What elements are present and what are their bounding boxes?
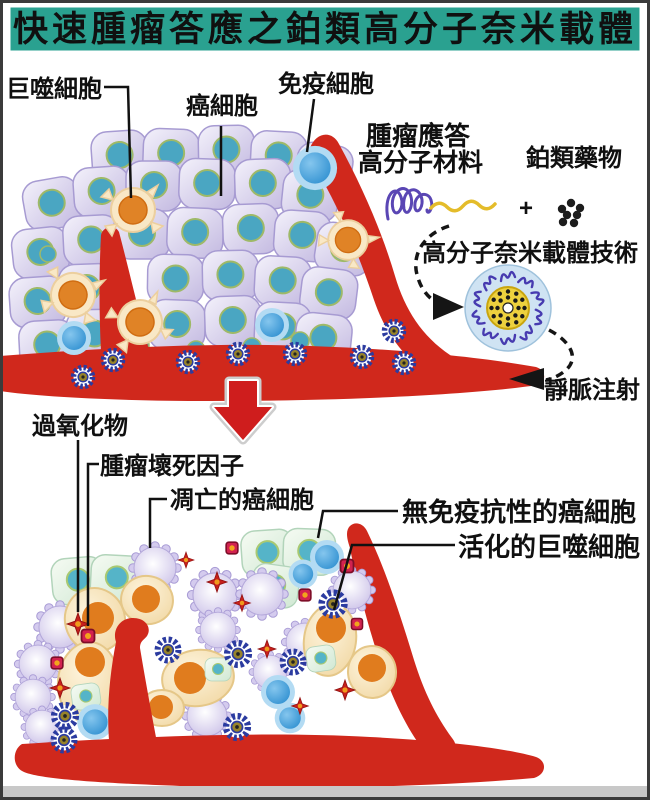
immune-cell <box>288 559 318 589</box>
leader-apoptotic <box>148 497 167 548</box>
leader-immune-cell <box>305 98 316 153</box>
leader-non-resistant <box>316 509 398 539</box>
activated-macrophage-cell <box>120 574 174 626</box>
bottom-tumor-illustration: 過氧化物 腫瘤壞死因子 凋亡的癌細胞 無免疫抗性的癌細胞 活化的巨噬細胞 <box>10 412 640 788</box>
nanoparticle-icon <box>395 354 414 373</box>
polymer-tail <box>429 199 497 213</box>
top-tumor-illustration: + <box>0 70 640 404</box>
cancer-cell <box>221 202 281 256</box>
label-activated-macrophage: 活化的巨噬細胞 <box>458 532 640 562</box>
title-bar-bg <box>7 4 643 54</box>
nanoparticle-icon <box>226 716 248 738</box>
label-polymer-line1: 腫瘤應答 <box>366 121 471 151</box>
label-peroxide: 過氧化物 <box>32 412 128 440</box>
title-bar: 快速腫瘤答應之鉑類高分子奈米載體 <box>7 4 643 54</box>
engulfed-cancer-cell <box>304 643 338 674</box>
leader-lines-top <box>104 85 316 199</box>
arrowhead-right-icon <box>433 293 464 320</box>
label-apoptotic: 凋亡的癌細胞 <box>170 486 314 514</box>
polymer-coil <box>385 187 434 221</box>
leader-tnf <box>86 462 99 626</box>
page-title: 快速腫瘤答應之鉑類高分子奈米載體 <box>13 9 637 49</box>
leader-macrophage <box>104 85 133 199</box>
vessel-branch-middle-bottom <box>108 618 158 752</box>
nanoparticle-icon <box>283 652 304 673</box>
nanoparticle-icon <box>54 705 76 727</box>
immune-cell <box>77 704 113 740</box>
activated-macrophage-cell <box>346 645 398 699</box>
tnf-icon <box>80 628 96 644</box>
nanoparticle-icon <box>74 368 93 387</box>
polymer-schematic: + <box>385 187 585 228</box>
activated-macrophage-cell <box>63 587 127 653</box>
cancer-cell <box>177 157 237 211</box>
activated-macrophage-cell <box>302 603 358 677</box>
leader-lines-bottom <box>76 440 455 626</box>
nanoparticle-icon <box>353 348 372 367</box>
immune-cell <box>255 308 289 342</box>
nanoparticle-icon <box>54 730 75 751</box>
arrowhead-left-icon <box>509 368 544 390</box>
label-tnf: 腫瘤壞死因子 <box>100 452 244 480</box>
label-iv-injection: 靜脈注射 <box>544 376 640 404</box>
label-non-resistant: 無免疫抗性的癌細胞 <box>402 497 636 527</box>
label-nanocarrier-tech: 高分子奈米載體技術 <box>422 239 638 267</box>
engulfed-cancer-cell <box>204 657 232 682</box>
immune-cell <box>292 145 338 191</box>
vessel-branch-right-bottom <box>347 523 456 756</box>
nanocarrier-center <box>502 302 514 314</box>
label-polymer-line2: 高分子材料 <box>358 148 483 177</box>
platinum-drug-dots <box>557 198 585 228</box>
tnf-icon <box>225 541 239 555</box>
nanoparticle-icon <box>286 345 305 364</box>
bottom-strip <box>3 786 647 797</box>
process-arrows <box>414 224 574 390</box>
immune-cell <box>57 321 91 355</box>
nanoparticle-icon <box>104 351 123 370</box>
dashed-arc-to-nanocarrier <box>414 224 450 302</box>
tnf-icon <box>350 617 364 631</box>
nanoparticle-icon <box>229 345 248 364</box>
nanoparticle-icon <box>322 593 345 616</box>
vessel-horizontal-bottom <box>14 734 545 788</box>
label-platinum-drug: 鉑類藥物 <box>526 144 622 172</box>
tnf-icon <box>50 656 64 670</box>
label-immune-cell: 免疫細胞 <box>278 70 374 98</box>
nanoparticle-icon <box>179 353 198 372</box>
small-nucleus <box>39 245 57 263</box>
nanocarrier-drug-dots <box>489 289 527 327</box>
label-cancer-cell: 癌細胞 <box>186 92 258 120</box>
dashed-arc-to-vein <box>545 328 574 382</box>
cancer-cell <box>201 249 260 302</box>
leader-activated-macrophage <box>332 543 455 611</box>
vessel-branch-right <box>308 134 459 376</box>
plus-sign: + <box>519 195 533 222</box>
tnf-icon <box>298 588 312 602</box>
activated-macrophage-cell <box>161 648 235 708</box>
nanoparticle-icon <box>227 643 249 665</box>
nanocarrier-particle <box>464 264 552 352</box>
nanoparticle-icon <box>158 640 179 661</box>
label-macrophage: 巨噬細胞 <box>6 75 102 103</box>
transition-arrow-down <box>209 376 277 445</box>
nanoparticle-icon <box>385 322 404 341</box>
